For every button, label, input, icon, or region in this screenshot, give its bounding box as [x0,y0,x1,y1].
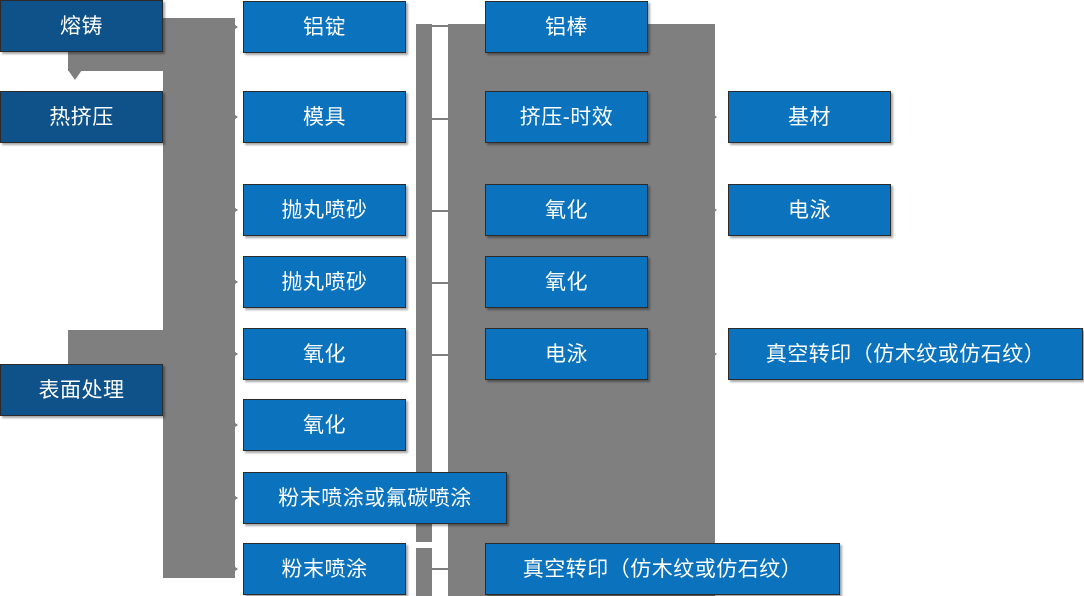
stage-label-extrusion: 热挤压 [49,105,114,129]
arrow-to-c2-5 [228,347,238,361]
mid-tick-3 [432,210,449,212]
process-box-c2-8[interactable]: 粉末喷涂 [243,543,406,595]
arrow-to-c4-3 [707,347,717,361]
mid-connector-left-bar-lower [416,548,432,596]
process-box-c4-1[interactable]: 基材 [728,91,891,143]
stage-label-surface: 表面处理 [38,378,125,402]
stage-box-extrusion[interactable]: 热挤压 [0,91,163,143]
process-box-c3-3[interactable]: 氧化 [485,184,648,236]
process-label-c3-1: 铝棒 [545,15,588,39]
left-connector-stub-lower [68,330,168,370]
arrow-to-c2-6 [228,418,238,432]
process-box-c2-2[interactable]: 模具 [243,91,406,143]
process-label-c2-1: 铝锭 [303,15,346,39]
mid-tick-4 [432,282,449,284]
arrow-to-c4-2 [707,203,717,217]
process-box-c3-6[interactable]: 真空转印（仿木纹或仿石纹） [485,543,840,595]
process-box-c2-5[interactable]: 氧化 [243,328,406,380]
process-box-c2-3[interactable]: 抛丸喷砂 [243,184,406,236]
arrow-to-c2-1 [228,20,238,34]
process-label-c4-2: 电泳 [788,198,831,222]
arrow-to-c4-1 [707,110,717,124]
process-box-c2-7[interactable]: 粉末喷涂或氟碳喷涂 [243,472,507,524]
arrow-to-c2-3 [228,203,238,217]
mid-connector-left-bar [416,24,432,542]
mid-tick-2 [432,118,449,120]
process-label-c2-8: 粉末喷涂 [281,557,368,581]
arrow-to-c2-2 [228,110,238,124]
left-connector-spine [163,18,235,578]
process-box-c3-4[interactable]: 氧化 [485,256,648,308]
process-label-c2-6: 氧化 [303,413,346,437]
process-box-c2-6[interactable]: 氧化 [243,399,406,451]
process-box-c3-1[interactable]: 铝棒 [485,1,648,53]
process-label-c2-5: 氧化 [303,342,346,366]
process-label-c3-4: 氧化 [545,270,588,294]
process-box-c2-1[interactable]: 铝锭 [243,1,406,53]
process-label-c4-1: 基材 [788,105,831,129]
process-box-c3-5[interactable]: 电泳 [485,328,648,380]
process-label-c4-3: 真空转印（仿木纹或仿石纹） [765,342,1046,366]
process-label-c2-7: 粉末喷涂或氟碳喷涂 [278,486,472,510]
process-box-c3-2[interactable]: 挤压-时效 [485,91,648,143]
process-label-c2-4: 抛丸喷砂 [281,270,368,294]
process-label-c3-6: 真空转印（仿木纹或仿石纹） [522,557,803,581]
arrow-to-c2-7 [228,491,238,505]
surface-connector-line [163,389,187,391]
mid-tick-5 [432,354,449,356]
arrow-down-to-extrusion [68,70,82,80]
stage-box-melting[interactable]: 熔铸 [0,0,163,52]
process-box-c4-3[interactable]: 真空转印（仿木纹或仿石纹） [728,328,1083,380]
process-box-c2-4[interactable]: 抛丸喷砂 [243,256,406,308]
stage-label-melting: 熔铸 [60,14,103,38]
mid-tick-1 [432,25,449,27]
arrow-to-c2-4 [228,275,238,289]
process-box-c4-2[interactable]: 电泳 [728,184,891,236]
stage-box-surface[interactable]: 表面处理 [0,364,163,416]
arrow-down-to-surface [68,332,82,342]
process-label-c2-3: 抛丸喷砂 [281,198,368,222]
process-label-c2-2: 模具 [303,105,346,129]
process-label-c3-2: 挤压-时效 [519,105,614,129]
mid-tick-6 [432,568,449,570]
process-label-c3-3: 氧化 [545,198,588,222]
process-label-c3-5: 电泳 [545,342,588,366]
arrow-to-c2-8 [228,562,238,576]
